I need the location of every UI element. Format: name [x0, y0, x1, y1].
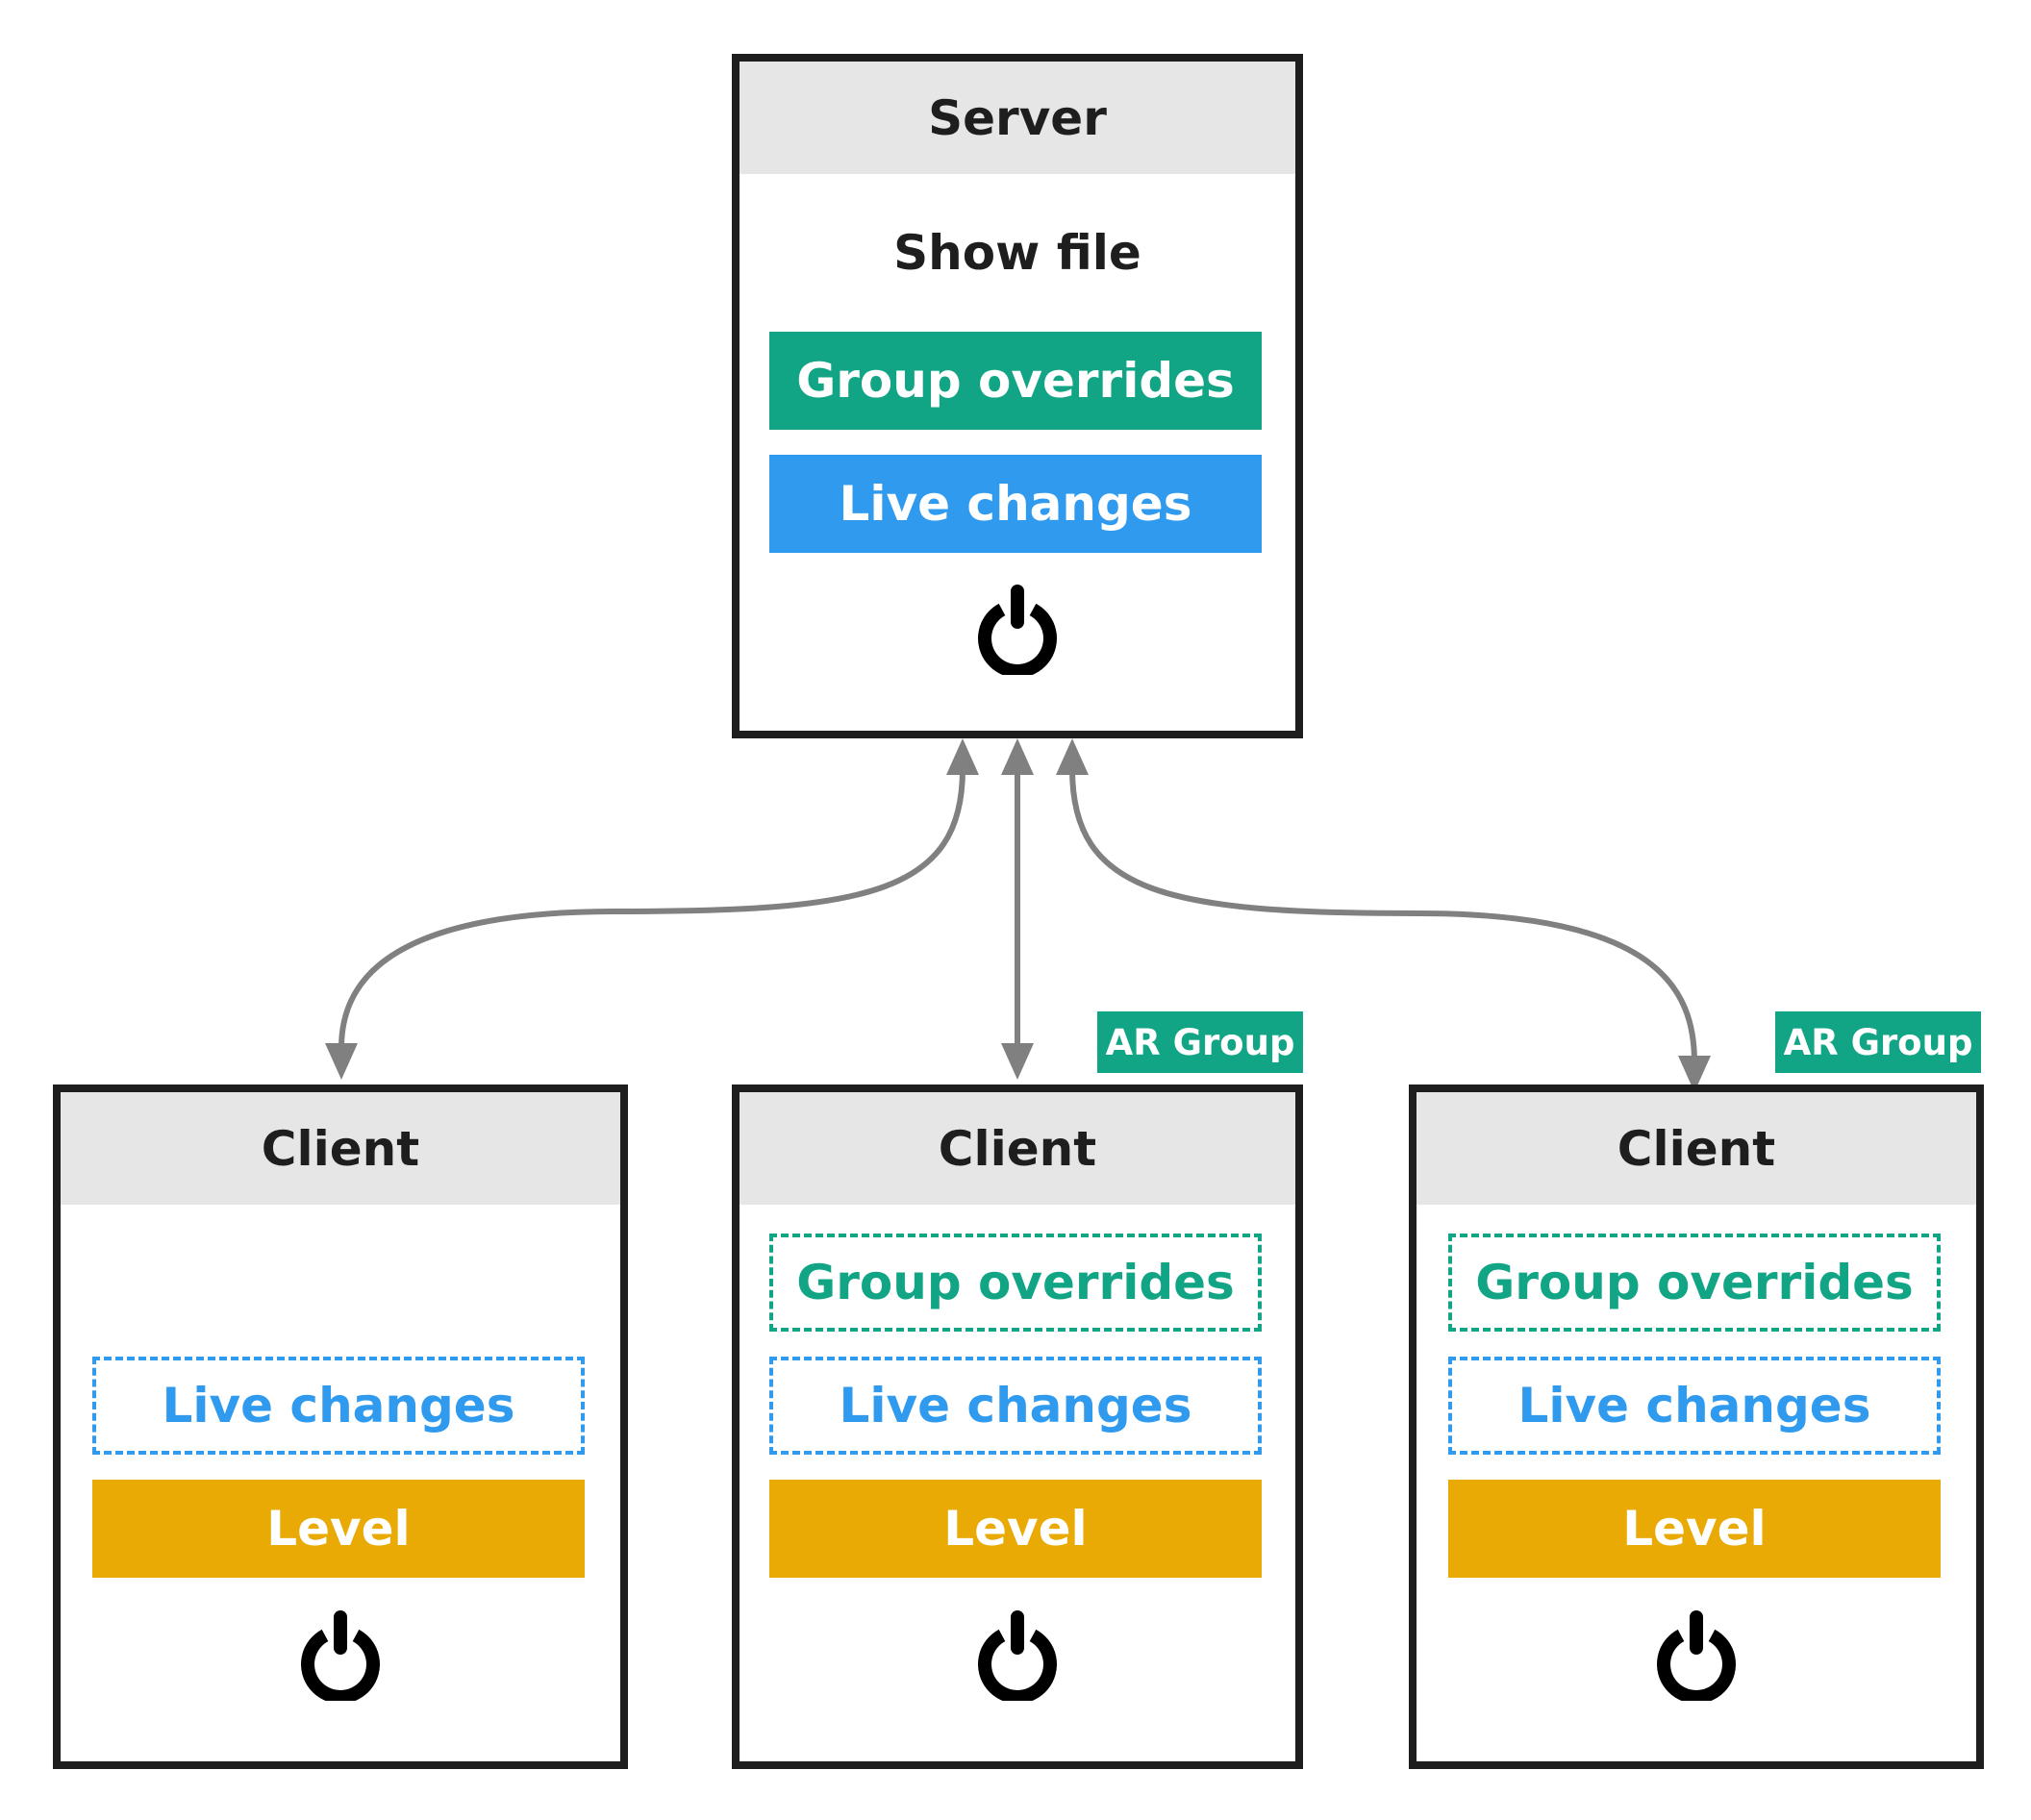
client-title: Client: [1417, 1092, 1976, 1205]
client-node-1: Client Live changes Level: [53, 1085, 628, 1769]
server-node: Server Show file Group overrides Live ch…: [732, 54, 1303, 738]
arrowhead: [1001, 1043, 1034, 1080]
level-block: Level: [769, 1480, 1262, 1578]
live-changes-block: Live changes: [1448, 1357, 1941, 1455]
arrowhead: [1678, 1056, 1711, 1092]
power-icon: [301, 1610, 380, 1701]
group-overrides-block: Group overrides: [769, 332, 1262, 430]
live-changes-block: Live changes: [769, 1357, 1262, 1455]
live-changes-block: Live changes: [92, 1357, 585, 1455]
group-overrides-block: Group overrides: [769, 1234, 1262, 1332]
ar-group-badge: AR Group: [1775, 1011, 1981, 1073]
show-file-label: Show file: [893, 225, 1141, 281]
power-icon: [978, 585, 1057, 675]
client-node-2: Client Group overrides Live changes Leve…: [732, 1085, 1303, 1769]
client-title: Client: [740, 1092, 1295, 1205]
level-block: Level: [92, 1480, 585, 1578]
group-overrides-block: Group overrides: [1448, 1234, 1941, 1332]
power-icon: [978, 1610, 1057, 1701]
arrowhead: [946, 738, 979, 775]
power-icon: [1657, 1610, 1736, 1701]
arrowhead: [325, 1043, 358, 1080]
arrowhead: [1001, 738, 1034, 775]
arrowhead: [1056, 738, 1089, 775]
server-title: Server: [740, 62, 1295, 174]
connector-server-client-3: [1069, 768, 1697, 1063]
live-changes-block: Live changes: [769, 455, 1262, 553]
connector-server-client-1: [338, 768, 965, 1049]
level-block: Level: [1448, 1480, 1941, 1578]
client-node-3: Client Group overrides Live changes Leve…: [1409, 1085, 1984, 1769]
ar-group-badge: AR Group: [1097, 1011, 1303, 1073]
client-title: Client: [61, 1092, 620, 1205]
